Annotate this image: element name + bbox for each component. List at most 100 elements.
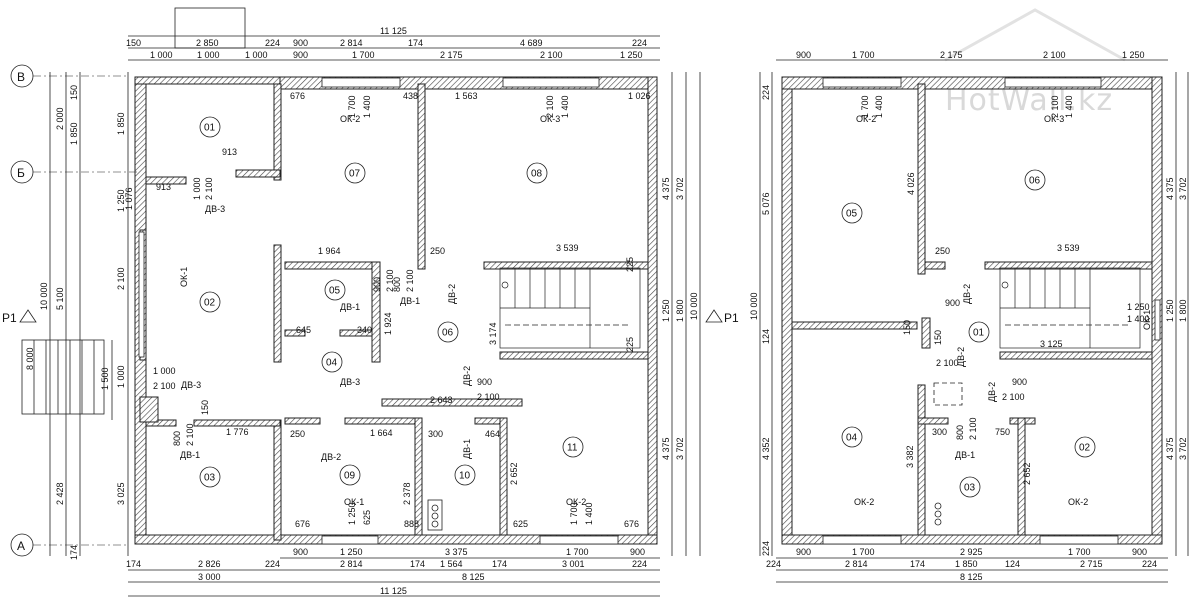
room-number: 06 bbox=[1029, 176, 1041, 187]
window-size: 1 400 bbox=[362, 95, 372, 118]
room-number: 03 bbox=[204, 473, 216, 484]
dim-label: 2 000 bbox=[55, 107, 65, 130]
dim-label: 1 000 bbox=[245, 50, 268, 60]
dim-label: 124 bbox=[1005, 559, 1020, 569]
dim-label: 3 702 bbox=[1178, 177, 1188, 200]
window-mark: ОК-3 bbox=[540, 114, 560, 124]
dim-label: 2 175 bbox=[440, 50, 463, 60]
dim-label: 224 bbox=[265, 38, 280, 48]
element-size: 900 bbox=[945, 298, 960, 308]
dim-label: 124 bbox=[761, 329, 771, 344]
element-size: 1 250 bbox=[1127, 302, 1150, 312]
door-mark: ДВ-1 bbox=[462, 439, 472, 459]
dim-label: 1 250 bbox=[1122, 50, 1145, 60]
upper-floor-plan: 900 1 700 2 175 2 100 1 250 900 1 700 2 … bbox=[749, 50, 1189, 583]
dim-label: 4 375 bbox=[661, 437, 671, 460]
inner-dim: 225 bbox=[625, 337, 635, 352]
room-number: 07 bbox=[349, 169, 361, 180]
dim-label: 1 700 bbox=[566, 547, 589, 557]
room-marker-circle bbox=[437, 321, 459, 343]
door-mark: ДВ-2 bbox=[447, 284, 457, 304]
dim-label: 3 375 bbox=[445, 547, 468, 557]
door-size: 2 100 bbox=[385, 269, 395, 292]
inner-dim: 150 bbox=[933, 330, 943, 345]
dim-label: 1 700 bbox=[852, 547, 875, 557]
dim-label: 900 bbox=[1132, 547, 1147, 557]
toilet-fixture bbox=[934, 502, 942, 526]
entrance-stairs bbox=[21, 339, 105, 415]
inner-dim: 676 bbox=[290, 91, 305, 101]
dim-stair-length: 8 000 bbox=[25, 347, 35, 370]
element-size: 2 100 bbox=[936, 358, 959, 368]
dim-label: 1 700 bbox=[352, 50, 375, 60]
dim-bottom-overall: 11 125 bbox=[380, 586, 407, 596]
left-dimensions bbox=[49, 72, 129, 556]
dim-left-outer: 10 000 bbox=[749, 292, 759, 320]
room-marker-circle bbox=[339, 464, 361, 486]
inner-dim: 4 026 bbox=[906, 172, 916, 195]
dim-label: 3 702 bbox=[675, 177, 685, 200]
room-marker-circle bbox=[199, 116, 221, 138]
window-mark: ОК-2 bbox=[854, 497, 874, 507]
dim-label: 1 800 bbox=[1178, 299, 1188, 322]
dim-label: 2 428 bbox=[55, 482, 65, 505]
dim-label: 1 250 bbox=[620, 50, 643, 60]
room-marker-circle bbox=[321, 351, 343, 373]
inner-dim: 676 bbox=[295, 519, 310, 529]
door-mark: ДВ-3 bbox=[205, 204, 225, 214]
inner-dim: 3 125 bbox=[1040, 339, 1063, 349]
section-marks: Р1 Р1 bbox=[2, 309, 739, 325]
dim-bottom-chain2: 174 2 826 224 2 814 174 1 564 174 3 001 … bbox=[126, 559, 647, 569]
dim-label: 224 bbox=[766, 559, 781, 569]
bottom-dimensions bbox=[128, 557, 660, 597]
room-number: 11 bbox=[567, 443, 578, 454]
door-size: 900 bbox=[372, 277, 382, 292]
dim-top-chain2: 1 000 1 000 1 000 900 1 700 2 175 2 100 … bbox=[150, 50, 643, 60]
dim-label: 4 352 bbox=[761, 437, 771, 460]
room-number: 04 bbox=[326, 358, 338, 369]
room-marker-circle bbox=[562, 436, 584, 458]
inner-dim: 3 539 bbox=[556, 243, 579, 253]
inner-dim: 464 bbox=[485, 429, 500, 439]
window-size: 1 400 bbox=[560, 95, 570, 118]
inner-dim: 2 643 bbox=[430, 395, 453, 405]
section-mark-right: Р1 bbox=[724, 311, 739, 325]
right-dimensions bbox=[1175, 72, 1189, 556]
dim-bottom-right: 8 125 bbox=[462, 572, 485, 582]
door-size: 1 000 bbox=[153, 366, 176, 376]
section-arrow bbox=[705, 309, 723, 323]
dim-label: 174 bbox=[408, 38, 423, 48]
inner-dim: 625 bbox=[513, 519, 528, 529]
inner-dim: 2 378 bbox=[402, 482, 412, 505]
toilet-fixture bbox=[427, 499, 443, 531]
element-size: 1 400 bbox=[874, 95, 884, 118]
dim-label: 900 bbox=[796, 547, 811, 557]
dim-label: 2 715 bbox=[1080, 559, 1103, 569]
inner-dim: 1 026 bbox=[628, 91, 651, 101]
dim-label: 224 bbox=[632, 38, 647, 48]
dim-bottom-chain1: 900 1 700 2 925 1 700 900 bbox=[796, 547, 1147, 557]
dim-label: 3 025 bbox=[116, 482, 126, 505]
dim-label: 5 100 bbox=[55, 287, 65, 310]
dim-label: 174 bbox=[69, 545, 79, 560]
door-mark: ДВ-1 bbox=[340, 302, 360, 312]
element-size: 2 100 bbox=[1050, 95, 1060, 118]
axis-label-bottom: А bbox=[17, 539, 25, 553]
dim-label: 1 000 bbox=[197, 50, 220, 60]
dim-label: 1 250 bbox=[661, 299, 671, 322]
dim-bottom-chain1: 900 1 250 3 375 1 700 900 bbox=[293, 547, 645, 557]
dim-label: 1 850 bbox=[69, 122, 79, 145]
element-size: 1 400 bbox=[1064, 95, 1074, 118]
dim-label: 2 100 bbox=[116, 267, 126, 290]
element-size: 2 100 bbox=[1002, 392, 1025, 402]
section-mark-left: Р1 bbox=[2, 311, 17, 325]
window-size: 1 700 bbox=[347, 95, 357, 118]
dim-label: 5 076 bbox=[761, 192, 771, 215]
room-marker-circle bbox=[526, 162, 548, 184]
room-number: 05 bbox=[329, 286, 341, 297]
door-mark: ДВ-2 bbox=[321, 452, 341, 462]
inner-dim: 225 bbox=[625, 257, 635, 272]
dim-bottom-chain2: 224 2 814 174 1 850 124 2 715 224 bbox=[766, 559, 1157, 569]
door-size: 2 100 bbox=[204, 177, 214, 200]
